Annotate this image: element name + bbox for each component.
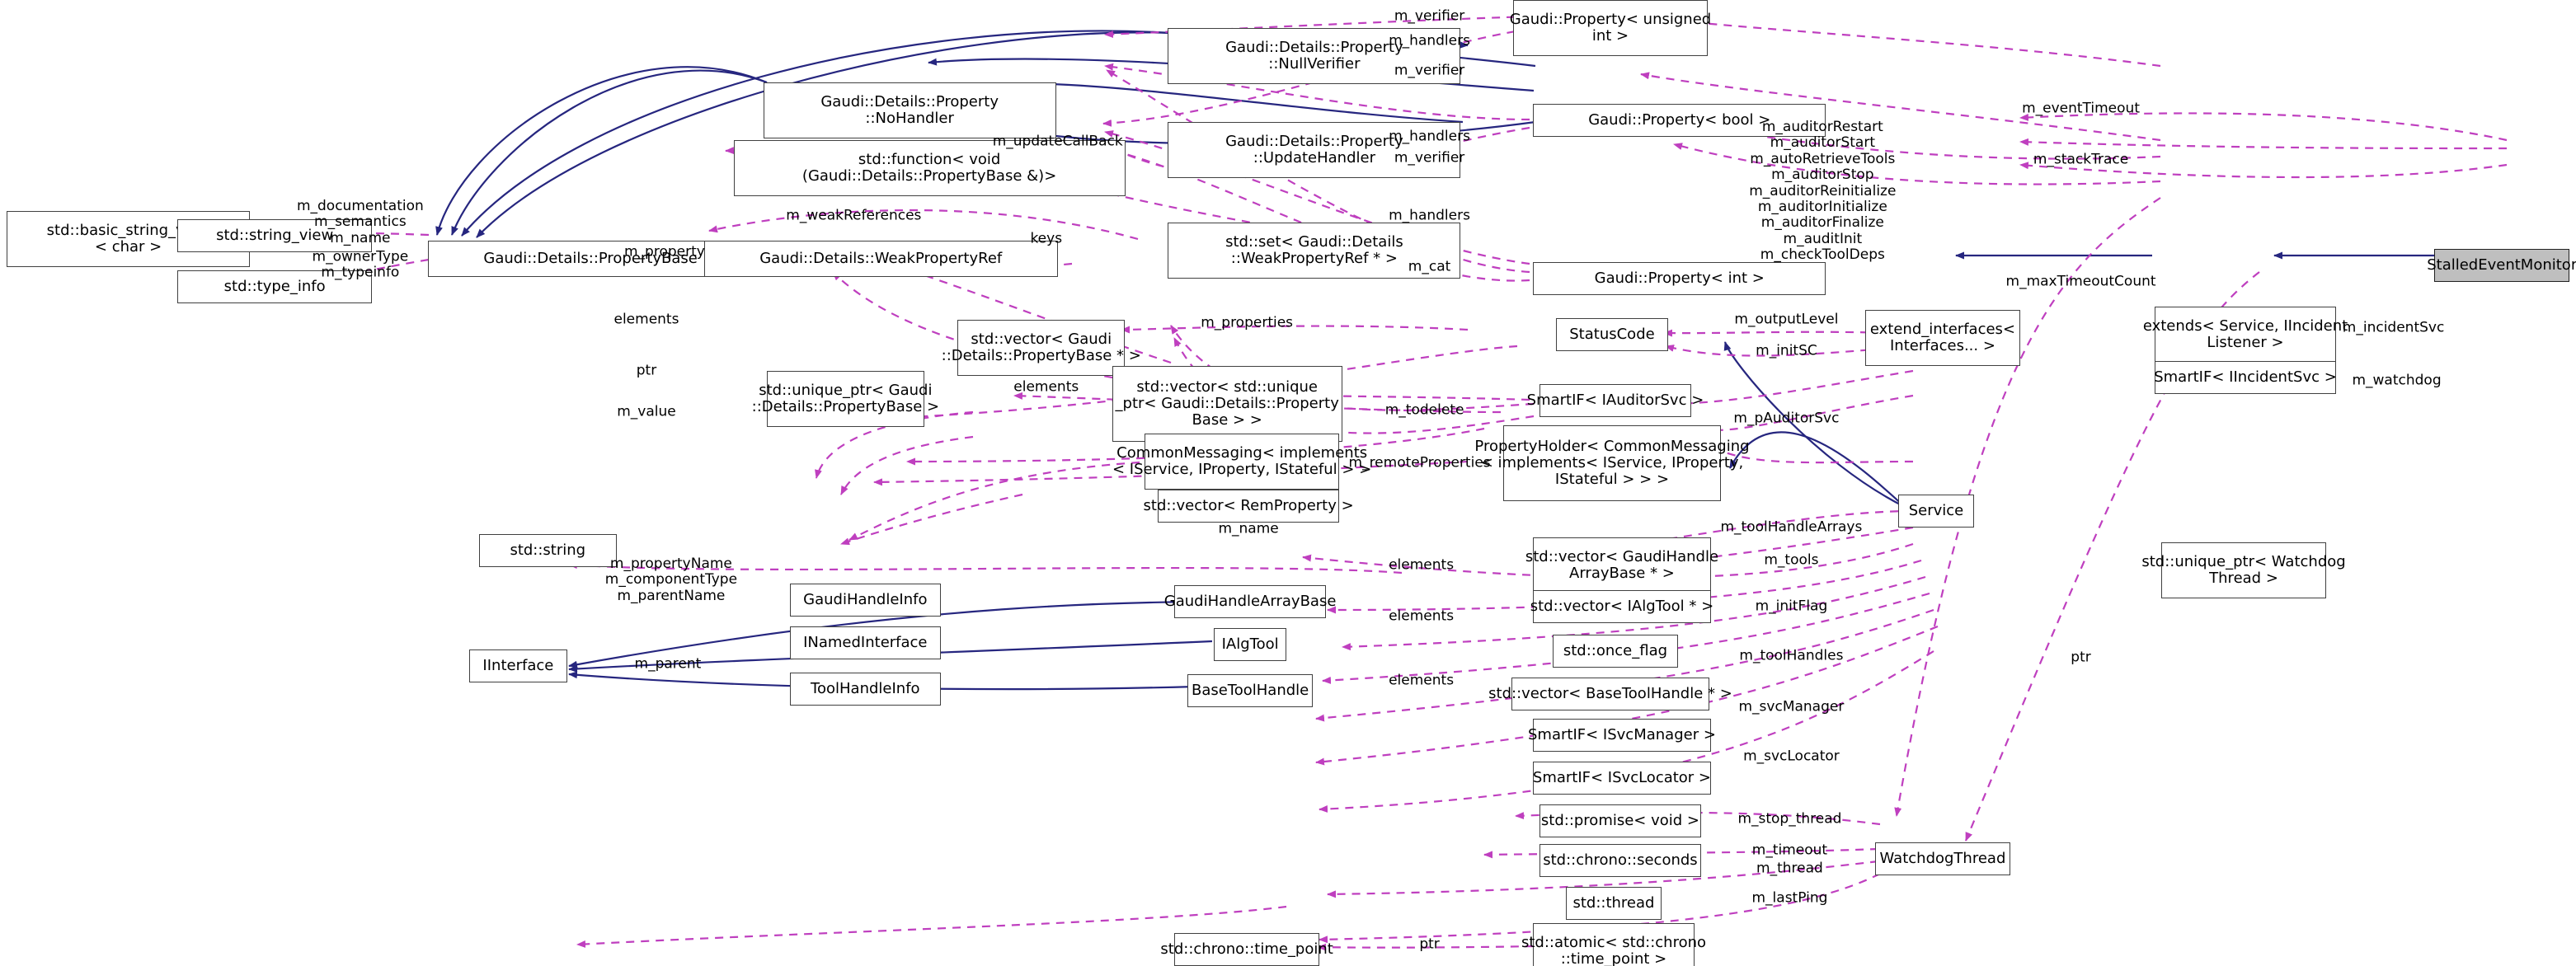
edge-label-m_svcLocator: m_svcLocator — [1743, 748, 1840, 765]
class-node-watchdog_thread[interactable]: WatchdogThread — [1875, 842, 2010, 875]
class-node-stalled_event_monitor[interactable]: StalledEventMonitor — [2427, 249, 2576, 282]
edge-label-m_stackTrace: m_stackTrace — [2033, 151, 2129, 168]
class-node-ialgtool[interactable]: IAlgTool — [1214, 628, 1286, 661]
class-node-once_flag[interactable]: std::once_flag — [1553, 635, 1678, 668]
class-node-promise_void[interactable]: std::promise< void > — [1539, 804, 1701, 837]
edge-label-m_cat: m_cat — [1408, 258, 1451, 275]
class-node-weak_property_ref[interactable]: Gaudi::Details::WeakPropertyRef — [703, 241, 1058, 277]
class-node-unique_ptr_watchdog[interactable]: std::unique_ptr< Watchdog Thread > — [2141, 542, 2346, 598]
edge-label-m_ownerType: m_ownerType m_typeinfo — [312, 248, 409, 281]
class-node-smartif_iauditorsvc[interactable]: SmartIF< IAuditorSvc > — [1527, 384, 1704, 417]
edge-label-m_svcManager: m_svcManager — [1738, 698, 1845, 715]
edge-label-ptr_3: ptr — [1419, 936, 1440, 953]
class-node-chrono_seconds[interactable]: std::chrono::seconds — [1539, 844, 1701, 877]
class-node-inamed_interface[interactable]: INamedInterface — [789, 626, 942, 659]
class-node-chrono_time_point[interactable]: std::chrono::time_point — [1160, 933, 1333, 966]
edge-label-elements_1: elements — [1013, 378, 1079, 396]
class-node-prop_unsigned_int[interactable]: Gaudi::Property< unsigned int > — [1510, 0, 1711, 56]
edge-label-m_handlers_2: m_handlers — [1389, 128, 1470, 145]
class-node-vector_gaudihandlearraybase[interactable]: std::vector< GaudiHandle ArrayBase * > — [1525, 537, 1718, 593]
edge-label-ptr_1: ptr — [636, 362, 657, 379]
edge-label-elements_2: elements — [613, 311, 679, 328]
edge-label-m_stop_thread: m_stop_thread — [1737, 810, 1842, 828]
class-node-base_tool_handle[interactable]: BaseToolHandle — [1187, 674, 1313, 707]
class-node-unique_ptr_propertybase[interactable]: std::unique_ptr< Gaudi ::Details::Proper… — [752, 371, 939, 427]
class-node-property_holder[interactable]: PropertyHolder< CommonMessaging < implem… — [1474, 425, 1750, 501]
edge-label-keys: keys — [1030, 230, 1063, 247]
class-node-std_thread[interactable]: std::thread — [1566, 887, 1662, 920]
edge-label-ptr_2: ptr — [2071, 649, 2091, 666]
edge-label-m_outputLevel: m_outputLevel — [1734, 311, 1839, 328]
class-node-gaudi_handle_array_base[interactable]: GaudiHandleArrayBase — [1164, 585, 1336, 618]
edge-label-elements_5: elements — [1389, 672, 1455, 689]
edge-label-m_verifier_1: m_verifier — [1394, 7, 1465, 25]
class-node-extend_interfaces[interactable]: extend_interfaces< Interfaces... > — [1865, 310, 2020, 366]
edge-label-m_value: m_value — [617, 403, 676, 420]
edge-label-m_properties: m_properties — [1201, 314, 1294, 331]
edge-label-m_incidentSvc: m_incidentSvc — [2342, 319, 2445, 336]
edge-label-m_timeout: m_timeout — [1751, 842, 1828, 859]
edge-label-m_toolHandleArrays: m_toolHandleArrays — [1720, 518, 1863, 536]
class-node-vector_remproperty[interactable]: std::vector< RemProperty > — [1144, 490, 1354, 523]
class-node-statuscode[interactable]: StatusCode — [1556, 318, 1668, 351]
class-node-prop_int[interactable]: Gaudi::Property< int > — [1533, 262, 1826, 295]
edge-label-m_todelete: m_todelete — [1384, 401, 1464, 419]
class-node-extends_service[interactable]: extends< Service, IIncident Listener > — [2143, 307, 2348, 363]
edge-label-m_weakReferences: m_weakReferences — [786, 207, 922, 224]
edge-label-m_verifier_2: m_verifier — [1394, 62, 1465, 79]
class-node-iinterface[interactable]: IInterface — [468, 649, 568, 682]
edge-label-m_pAuditorSvc: m_pAuditorSvc — [1733, 410, 1840, 427]
edge-label-m_watchdog: m_watchdog — [2352, 372, 2442, 389]
edge-label-m_lastPing: m_lastPing — [1751, 889, 1828, 907]
edge-label-m_remoteProperties: m_remoteProperties — [1348, 454, 1491, 471]
class-node-smartif_isvclocator[interactable]: SmartIF< ISvcLocator > — [1533, 762, 1711, 795]
edge-label-m_property: m_property — [624, 243, 705, 260]
class-node-vector_propertybase_ptr[interactable]: std::vector< Gaudi ::Details::PropertyBa… — [942, 320, 1141, 376]
class-node-smartif_iincidentsvc[interactable]: SmartIF< IIncidentSvc > — [2154, 361, 2337, 394]
edge-label-m_name: m_name — [1218, 520, 1279, 537]
edge-label-m_toolHandles: m_toolHandles — [1739, 647, 1844, 664]
edge-label-m_handlers_1: m_handlers — [1389, 32, 1470, 49]
class-node-common_messaging[interactable]: CommonMessaging< implements < IService, … — [1112, 434, 1371, 490]
edge-label-m_thread: m_thread — [1756, 860, 1823, 877]
edge-label-m_maxTimeoutCount: m_maxTimeoutCount — [2005, 273, 2156, 290]
edge-label-m_propertyName: m_propertyName m_componentType m_parentN… — [604, 555, 738, 604]
class-node-vector_basetoolhandle[interactable]: std::vector< BaseToolHandle * > — [1488, 678, 1732, 710]
edge-label-elements_3: elements — [1389, 556, 1455, 574]
edge-label-m_documentation: m_documentation m_semantics m_name — [296, 197, 424, 246]
class-node-vector_unique_ptr_propertybase[interactable]: std::vector< std::unique _ptr< Gaudi::De… — [1112, 366, 1342, 442]
class-node-std_string[interactable]: std::string — [478, 534, 618, 567]
edge-label-m_updateCallBack: m_updateCallBack — [992, 133, 1123, 150]
edge-label-elements_4: elements — [1389, 607, 1455, 625]
class-node-service[interactable]: Service — [1898, 495, 1974, 528]
class-node-no_handler[interactable]: Gaudi::Details::Property ::NoHandler — [763, 82, 1056, 138]
edge-label-m_eventTimeout: m_eventTimeout — [2022, 100, 2140, 117]
edge-label-m_initSC: m_initSC — [1756, 342, 1817, 359]
edge-label-m_verifier_3: m_verifier — [1394, 149, 1465, 166]
class-node-smartif_isvcmanager[interactable]: SmartIF< ISvcManager > — [1528, 719, 1716, 752]
edge-label-m_auditor_group: m_auditorRestart m_auditorStart m_autoRe… — [1749, 118, 1897, 263]
edge-label-m_tools: m_tools — [1764, 551, 1819, 569]
class-node-vector_ialgtool[interactable]: std::vector< IAlgTool * > — [1530, 590, 1713, 623]
edge-label-m_parent: m_parent — [634, 655, 702, 673]
edge-label-m_initFlag: m_initFlag — [1755, 598, 1828, 615]
class-node-atomic_time_point[interactable]: std::atomic< std::chrono ::time_point > — [1521, 923, 1706, 966]
class-node-tool_handle_info[interactable]: ToolHandleInfo — [789, 673, 942, 706]
edge-label-m_handlers_3: m_handlers — [1389, 207, 1470, 224]
class-node-gaudi_handle_info[interactable]: GaudiHandleInfo — [789, 584, 942, 617]
